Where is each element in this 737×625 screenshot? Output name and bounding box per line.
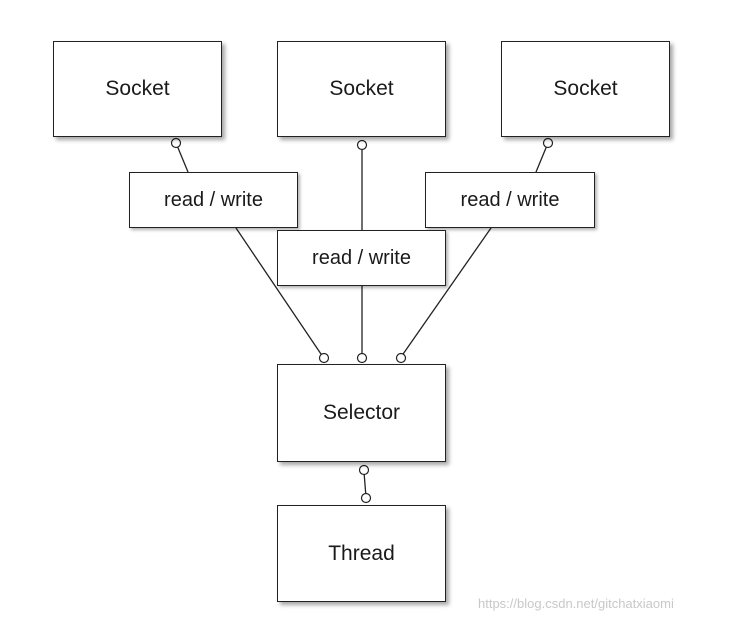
connector-read-write-1-selector <box>235 227 324 358</box>
port-socket-2 <box>356 139 368 151</box>
port-thread-top <box>360 492 372 504</box>
thread-label: Thread <box>328 541 395 565</box>
selector-box: Selector <box>277 364 446 462</box>
socket-box-2: Socket <box>277 41 446 137</box>
connector-selector-thread <box>363 471 367 498</box>
socket-box-3: Socket <box>501 41 670 137</box>
port-socket-3 <box>542 137 554 149</box>
socket-label: Socket <box>553 77 618 100</box>
read-write-box-1: read / write <box>129 172 298 228</box>
socket-label: Socket <box>329 77 394 100</box>
connector-socket-3-read-write-3 <box>535 142 549 173</box>
port-selector-center <box>356 352 368 364</box>
read-write-label: read / write <box>460 188 560 211</box>
connector-read-write-3-selector <box>400 227 492 358</box>
port-selector-right <box>395 352 407 364</box>
port-selector-bottom <box>358 464 370 476</box>
socket-label: Socket <box>105 77 170 100</box>
read-write-box-3: read / write <box>425 172 595 228</box>
selector-label: Selector <box>322 401 401 424</box>
port-selector-left <box>318 352 330 364</box>
connector-socket-1-read-write-1 <box>175 142 189 173</box>
watermark-text: https://blog.csdn.net/gitchatxiaomi <box>478 596 674 611</box>
thread-box: Thread <box>277 505 446 602</box>
read-write-label: read / write <box>312 246 411 269</box>
read-write-label: read / write <box>164 188 263 211</box>
read-write-box-2: read / write <box>277 230 446 286</box>
socket-box-1: Socket <box>53 41 222 137</box>
port-socket-1 <box>170 137 182 149</box>
